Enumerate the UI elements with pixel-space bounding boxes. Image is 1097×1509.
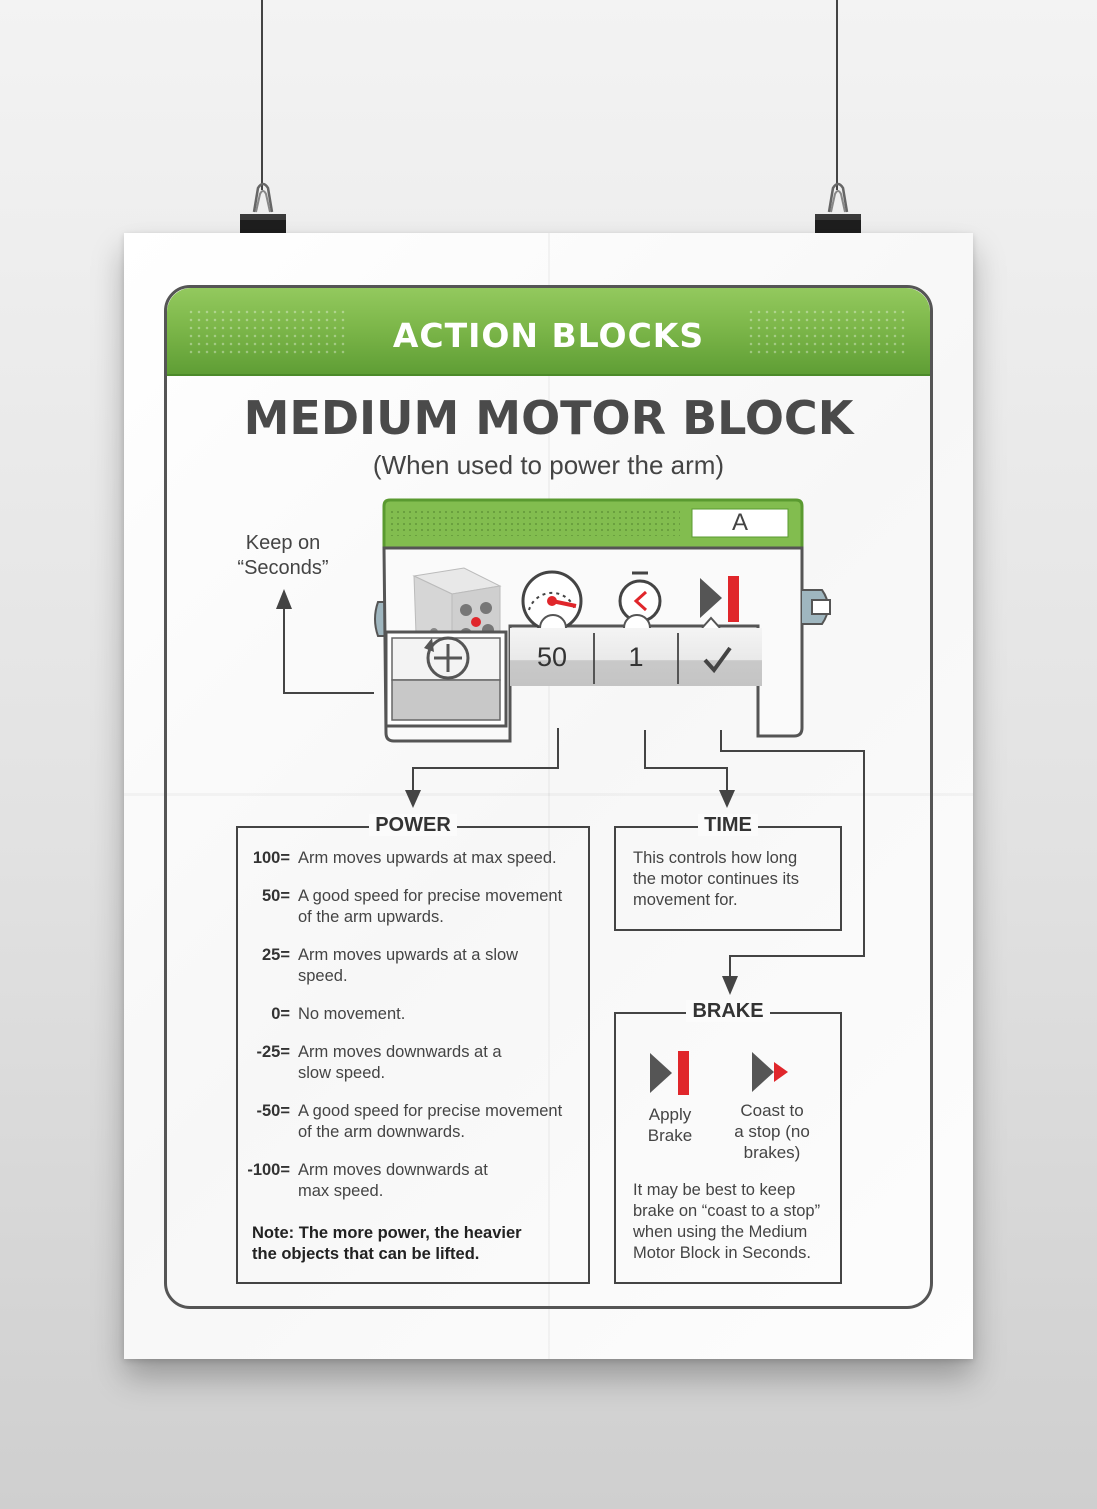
time-value: 1 [628,642,644,672]
power-row-desc: A good speed for precise movement of the… [298,887,563,926]
time-box: TIME This controls how long the motor co… [614,814,842,931]
banner: ACTION BLOCKS [167,288,930,376]
power-row-desc: Arm moves downwards at max speed. [298,1161,488,1200]
power-row-value: 25= [262,946,290,964]
banner-dots-left [187,308,347,354]
power-row-value: -50= [256,1102,290,1120]
apply-brake-label: Apply Brake [647,1105,693,1145]
power-row-desc: Arm moves upwards at max speed. [298,849,557,867]
power-row-desc: No movement. [298,1005,406,1023]
timer-icon [618,571,662,623]
page-subtitle: (When used to power the arm) [372,450,725,480]
coast-icon [752,1052,788,1092]
mode-hint-label: Keep on “Seconds” [237,532,329,579]
banner-dots-right [747,308,907,354]
poster: ACTION BLOCKS MEDIUM MOTOR BLOCK (When u… [124,233,973,1359]
power-box: POWER 100= Arm moves upwards at max spee… [236,814,590,1284]
check-icon [703,646,732,674]
brake-mode-icon [700,576,739,622]
power-value: 50 [536,642,568,672]
power-title: POWER [369,814,457,836]
time-title: TIME [698,814,758,836]
power-row-desc: Arm moves upwards at a slow speed. [298,946,519,985]
coast-label: Coast to a stop (no brakes) [734,1101,810,1162]
content-frame: ACTION BLOCKS [164,285,933,1309]
seconds-mode-icon [424,636,470,680]
power-row-value: 50= [262,887,290,905]
power-row-value: 100= [252,849,290,867]
hanging-string-left [261,0,263,190]
power-note: Note: The more power, the heavier the ob… [252,1224,522,1263]
apply-brake-icon [650,1051,689,1095]
power-row-desc: Arm moves downwards at a slow speed. [298,1043,502,1082]
brake-box: BRAKE Apply Brake Coast to a stop (no br… [614,1000,842,1284]
power-row-value: 0= [271,1005,290,1023]
time-text: This controls how long the motor continu… [633,849,799,909]
power-row-value: -100= [247,1161,290,1179]
hanging-string-right [836,0,838,190]
brake-text: It may be best to keep brake on “coast t… [633,1181,821,1262]
power-row-desc: A good speed for precise movement of the… [298,1102,563,1141]
brake-title: BRAKE [686,1000,770,1022]
medium-motor-block [374,498,831,743]
port-label: A [731,509,748,536]
power-row-value: -25= [256,1043,290,1061]
banner-title: ACTION BLOCKS [392,316,705,355]
connector-lines [276,589,865,995]
page-title: MEDIUM MOTOR BLOCK [243,391,854,445]
